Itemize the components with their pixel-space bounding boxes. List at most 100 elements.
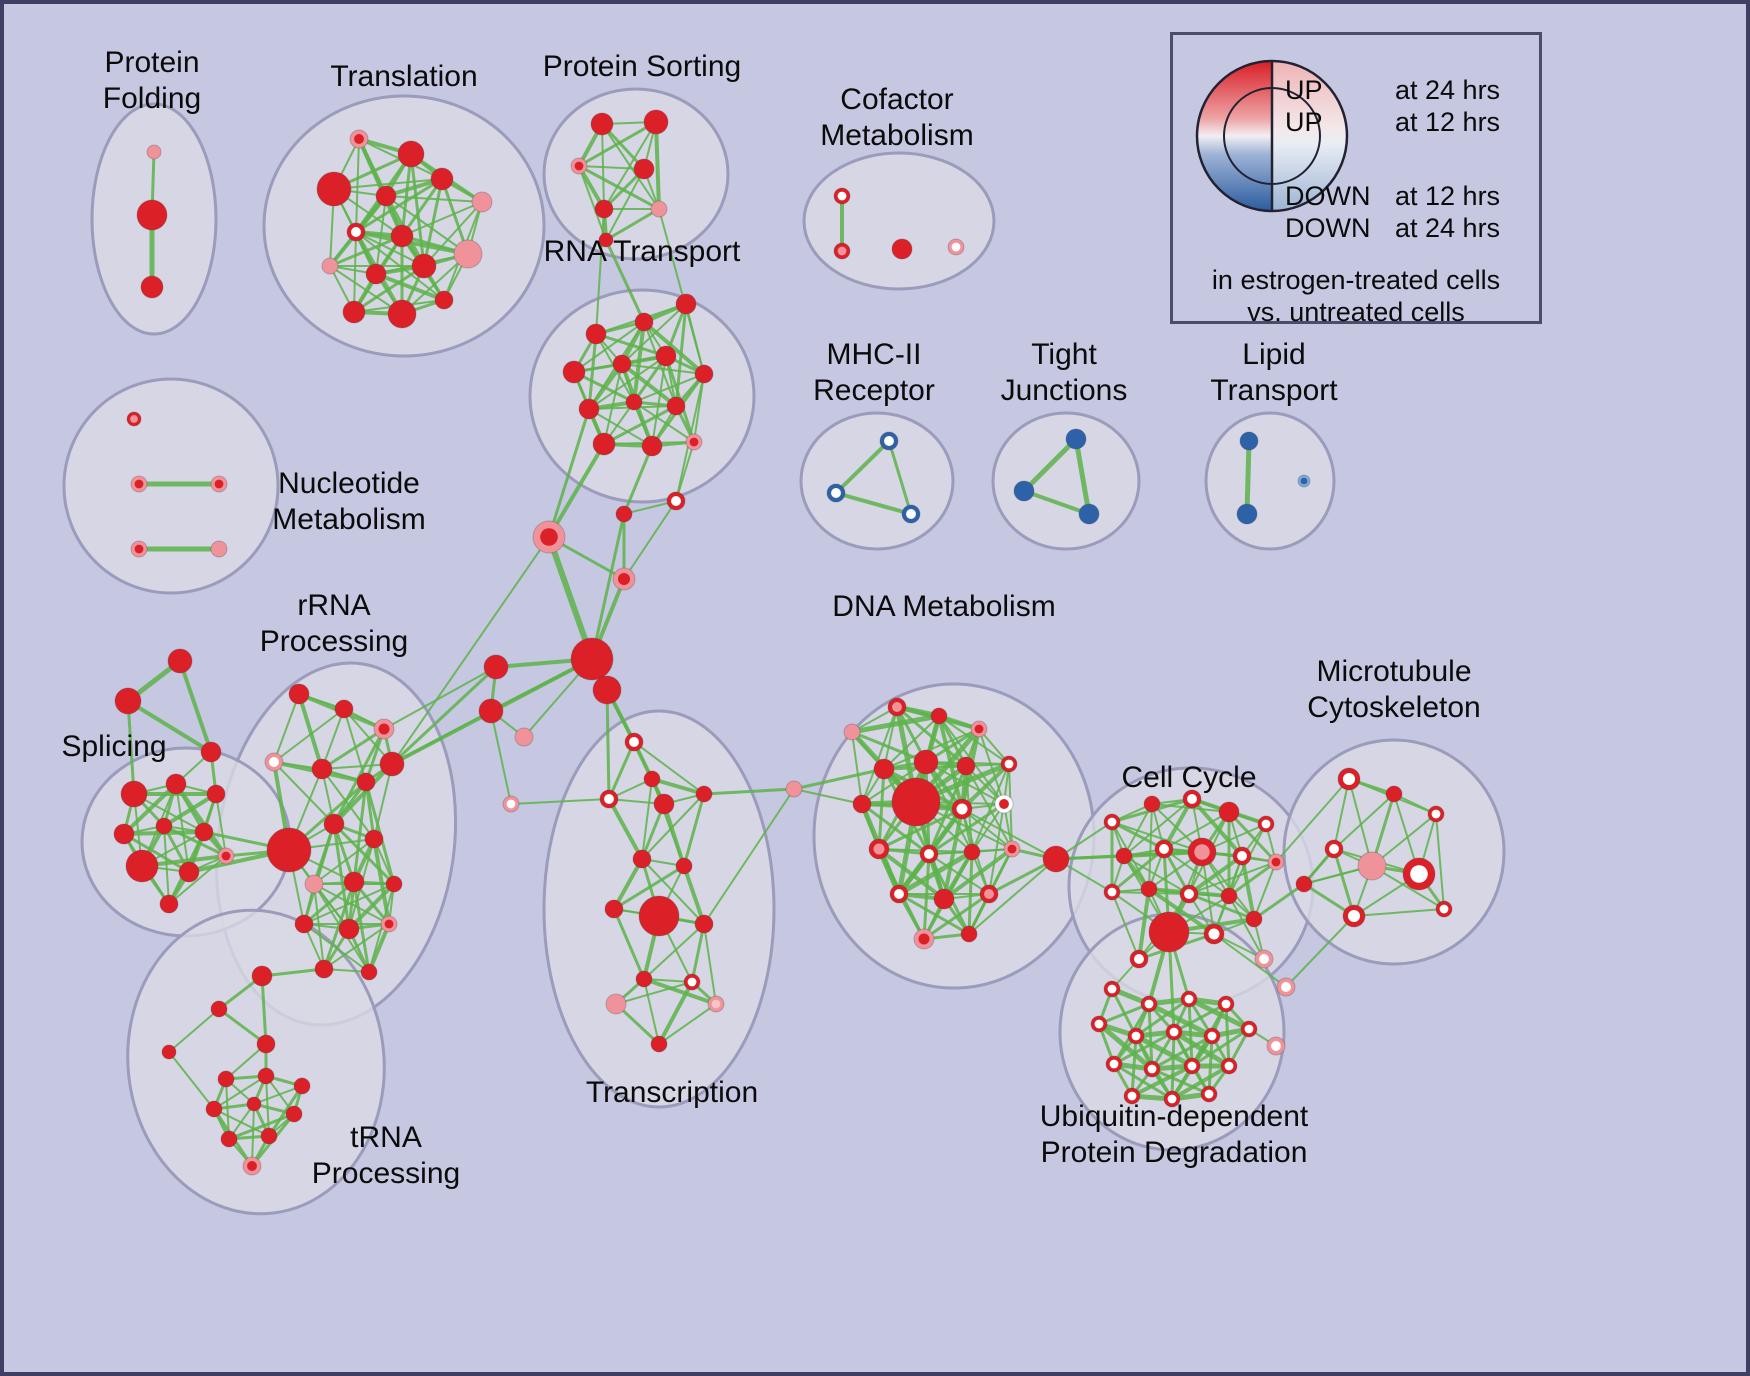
cluster-label-ubiquitin-degradation: Protein Degradation (1041, 1136, 1308, 1169)
network-edge (883, 715, 940, 770)
network-edge (573, 321, 645, 373)
network-edge (633, 741, 705, 795)
network-edge (633, 373, 705, 403)
network-node (126, 411, 142, 427)
network-node (159, 894, 179, 914)
cluster-label-dna-metabolism: DNA Metabolism (832, 590, 1055, 623)
network-node (323, 813, 345, 835)
network-node (604, 899, 624, 919)
network-edge (320, 727, 386, 771)
network-edge (251, 1103, 255, 1167)
network-edge (1252, 882, 1306, 921)
cluster-label-lipid-transport: Lipid (1242, 338, 1305, 371)
network-edge (401, 201, 483, 237)
network-node (1217, 995, 1235, 1013)
network-node (140, 275, 164, 299)
network-edge (971, 763, 1010, 853)
network-edge (887, 439, 913, 516)
network-node (430, 167, 454, 191)
network-node (356, 772, 376, 792)
cluster-region-mhc-ii-receptor (799, 411, 955, 551)
network-edge (577, 164, 661, 211)
network-edge (1187, 892, 1256, 921)
network-node (1140, 880, 1158, 898)
network-node (375, 185, 397, 207)
network-edge (215, 793, 227, 857)
network-edge (654, 120, 661, 211)
network-node (125, 849, 159, 883)
network-node (1402, 857, 1436, 891)
network-node (478, 698, 504, 724)
network-edge (1097, 1002, 1151, 1026)
network-edge (353, 231, 357, 313)
network-node (1218, 801, 1240, 823)
network-node (666, 396, 686, 416)
network-node (891, 238, 913, 260)
network-node (578, 398, 600, 420)
network-node (1163, 1090, 1181, 1108)
network-node (1257, 815, 1275, 833)
cluster-region-rna-transport (528, 288, 756, 504)
cluster-label-trna-processing: Processing (312, 1157, 460, 1190)
network-edge (1130, 1064, 1194, 1098)
network-node (852, 794, 872, 814)
network-edge (321, 708, 345, 770)
network-edge (383, 666, 497, 730)
network-node (1179, 884, 1199, 904)
network-edge (303, 883, 395, 925)
network-edge (547, 442, 606, 539)
network-node (695, 785, 713, 803)
network-edge (578, 165, 645, 170)
legend-direction: DOWN (1285, 181, 1371, 211)
network-node (385, 875, 403, 893)
network-node (113, 823, 135, 845)
network-edge (682, 792, 706, 868)
cluster-label-tight-junctions: Tight (1031, 338, 1097, 371)
network-node (1232, 846, 1252, 866)
network-edge (849, 713, 942, 735)
network-edge (1275, 778, 1350, 863)
network-node (1295, 875, 1313, 893)
network-node (346, 222, 366, 242)
network-edge (650, 777, 706, 796)
network-node (1297, 474, 1311, 488)
network-edge (793, 788, 863, 805)
network-edge (604, 238, 646, 324)
network-edge (1123, 798, 1193, 857)
network-edge (577, 120, 658, 168)
network-edge (510, 798, 610, 805)
network-edge (834, 491, 913, 516)
network-edge (546, 534, 595, 662)
network-node (1103, 883, 1121, 901)
network-node (694, 364, 714, 384)
network-node (1115, 847, 1133, 865)
network-edge (323, 923, 390, 970)
network-edge (168, 1008, 220, 1053)
legend-caption-line1: in estrogen-treated cells (1211, 265, 1501, 295)
network-edge (641, 793, 705, 860)
network-node (638, 895, 680, 937)
network-edge (961, 808, 1057, 860)
network-node (889, 884, 909, 904)
network-edge (578, 165, 607, 241)
network-edge (971, 803, 1005, 853)
network-edge (400, 152, 413, 238)
network-edge (1151, 803, 1230, 813)
network-edge (1170, 1064, 1231, 1101)
cluster-region-microtubule-cytoskeleton (1282, 738, 1506, 966)
network-edge (1134, 997, 1191, 1038)
network-node (605, 993, 627, 1015)
network-edge (612, 907, 646, 981)
network-node (1000, 755, 1018, 773)
network-edge (1112, 1030, 1176, 1066)
cluster-label-mhc-ii-receptor: Receptor (813, 374, 935, 407)
network-edge (1150, 1067, 1211, 1096)
network-edge (605, 168, 645, 241)
network-node (612, 354, 632, 374)
network-node (643, 109, 669, 135)
network-edge (960, 762, 1011, 811)
network-node (1267, 853, 1285, 871)
network-node (1240, 1020, 1258, 1038)
network-edge (1201, 851, 1255, 920)
network-edge (623, 500, 677, 580)
